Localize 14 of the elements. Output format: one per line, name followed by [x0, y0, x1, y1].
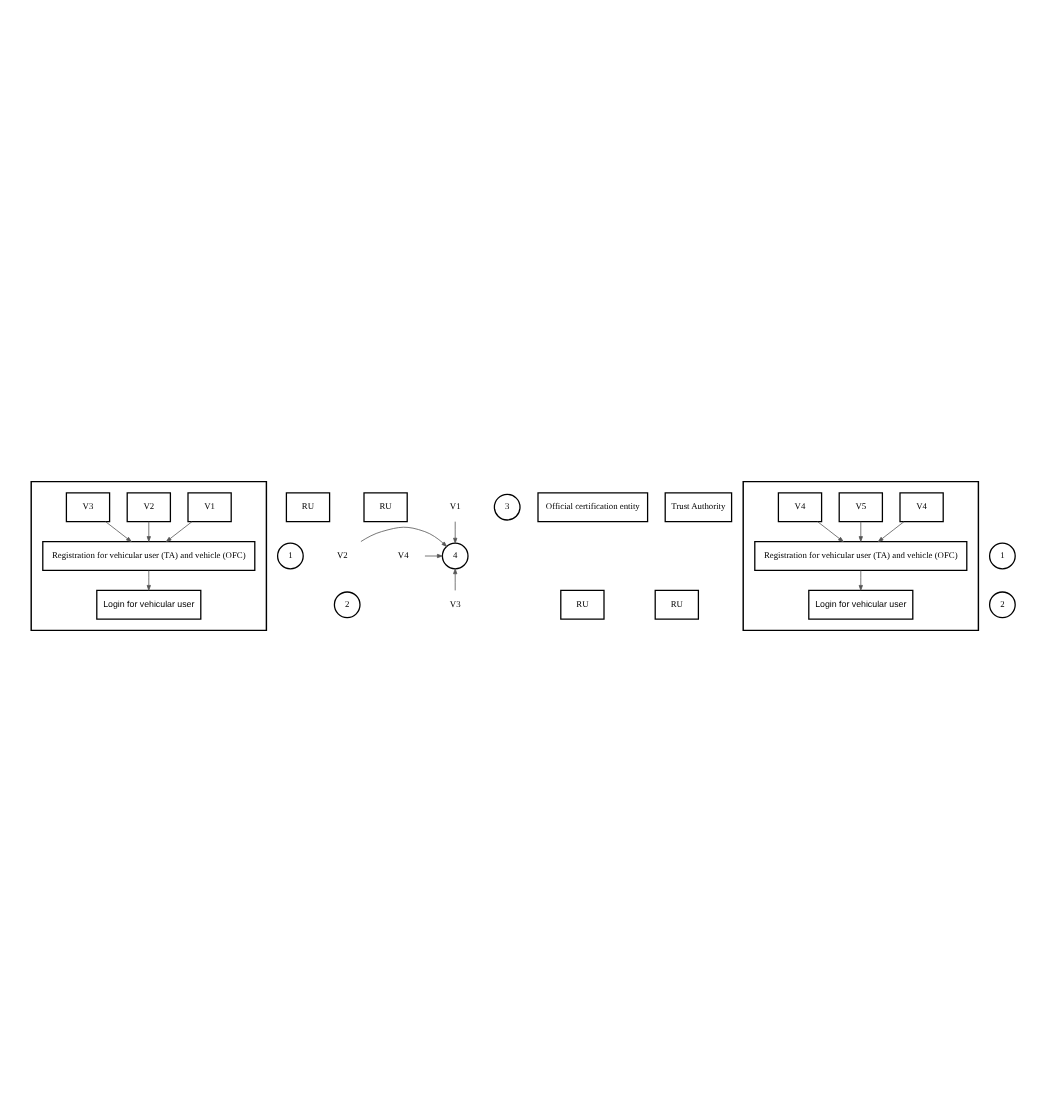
arrow	[424, 553, 443, 559]
arrow	[453, 568, 458, 591]
arrow	[817, 521, 844, 542]
arrow	[105, 521, 132, 542]
arrow	[165, 521, 193, 542]
arrow	[146, 570, 151, 591]
arrow	[360, 526, 448, 547]
arrow	[453, 521, 458, 544]
cluster	[742, 480, 980, 632]
arrow	[877, 521, 905, 542]
arrow	[146, 521, 151, 542]
cluster	[30, 480, 268, 632]
arrow	[858, 570, 863, 591]
arrow	[858, 521, 863, 542]
